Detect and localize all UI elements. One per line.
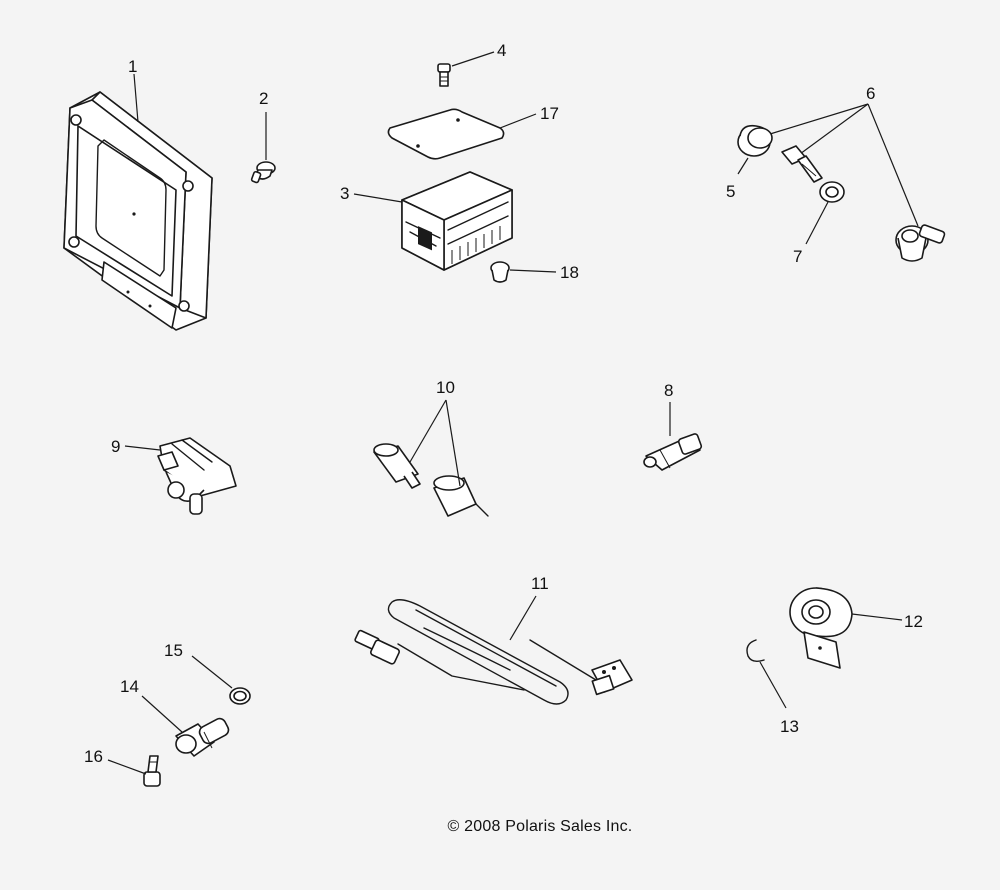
part-17-cover: 17 (387, 104, 559, 160)
part-10-injectors: 10 (373, 378, 489, 517)
part-7-nut: 7 (793, 181, 845, 266)
copyright-notice: © 2008 Polaris Sales Inc. (447, 818, 633, 835)
part-8-temp-sensor: 8 (643, 381, 703, 471)
part-11-harness: 11 (354, 574, 633, 705)
callout-18: 18 (560, 263, 579, 282)
part-4-bolt: 4 (437, 41, 506, 87)
part-18-grommet: 18 (490, 261, 579, 283)
callout-12: 12 (904, 612, 923, 631)
part-5-knob: 5 (726, 124, 773, 201)
part-14-speed-sensor: 14 (120, 677, 230, 757)
callout-11: 11 (531, 574, 549, 593)
callout-2: 2 (259, 89, 268, 108)
callout-1: 1 (128, 57, 137, 76)
part-6-switch-body (895, 224, 946, 262)
callout-16: 16 (84, 747, 103, 766)
callout-7: 7 (793, 247, 802, 266)
part-1-ecu: 1 (63, 57, 213, 331)
callout-13: 13 (780, 717, 799, 736)
part-15-oring: 15 (164, 641, 251, 705)
part-2-screw: 2 (250, 89, 276, 184)
part-9-sensor: 9 (111, 437, 237, 515)
callout-14: 14 (120, 677, 139, 696)
part-16-bolt: 16 (84, 747, 161, 787)
callout-3: 3 (340, 184, 349, 203)
callout-15: 15 (164, 641, 183, 660)
part-3-module: 3 (340, 171, 513, 271)
callout-5: 5 (726, 182, 735, 201)
callout-8: 8 (664, 381, 673, 400)
part-6-key (781, 145, 823, 183)
callout-17: 17 (540, 104, 559, 123)
callout-4: 4 (497, 41, 506, 60)
part-13-clip: 13 (746, 639, 799, 736)
part-6-switch-kit: 6 (769, 84, 919, 227)
callout-9: 9 (111, 437, 120, 456)
callout-6: 6 (866, 84, 875, 103)
callout-10: 10 (436, 378, 455, 397)
part-12-knock-sensor: 12 (789, 587, 923, 669)
